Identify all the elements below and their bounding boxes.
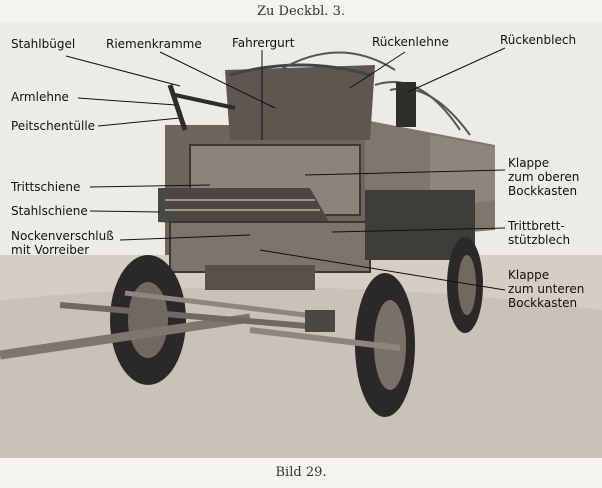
label-nockenverschluss: Nockenverschluß mit Vorreiber: [11, 229, 114, 257]
figure-caption: Bild 29.: [275, 465, 327, 480]
label-rueckenlehne: Rückenlehne: [372, 35, 449, 49]
drawbar: [0, 290, 401, 360]
label-trittschiene: Trittschiene: [11, 180, 81, 194]
wagon-body: [158, 51, 495, 290]
leader-lines: [65, 47, 506, 291]
label-stahlbuegel: Stahlbügel: [11, 37, 76, 51]
label-klappe-unten: Klappe zum unteren Bockkasten: [508, 268, 585, 310]
label-klappe-oben: Klappe zum oberen Bockkasten: [508, 156, 580, 198]
page-header: Zu Deckbl. 3.: [257, 4, 345, 19]
label-fahrergurt: Fahrergurt: [232, 36, 295, 50]
label-riemenkramme: Riemenkramme: [106, 37, 202, 51]
label-stahlschiene: Stahlschiene: [11, 204, 88, 218]
label-rueckenblech: Rückenblech: [500, 33, 577, 47]
label-armlehne: Armlehne: [11, 90, 69, 104]
label-trittbrett: Trittbrett- stützblech: [508, 219, 571, 247]
label-peitschentuelle: Peitschentülle: [11, 119, 96, 133]
